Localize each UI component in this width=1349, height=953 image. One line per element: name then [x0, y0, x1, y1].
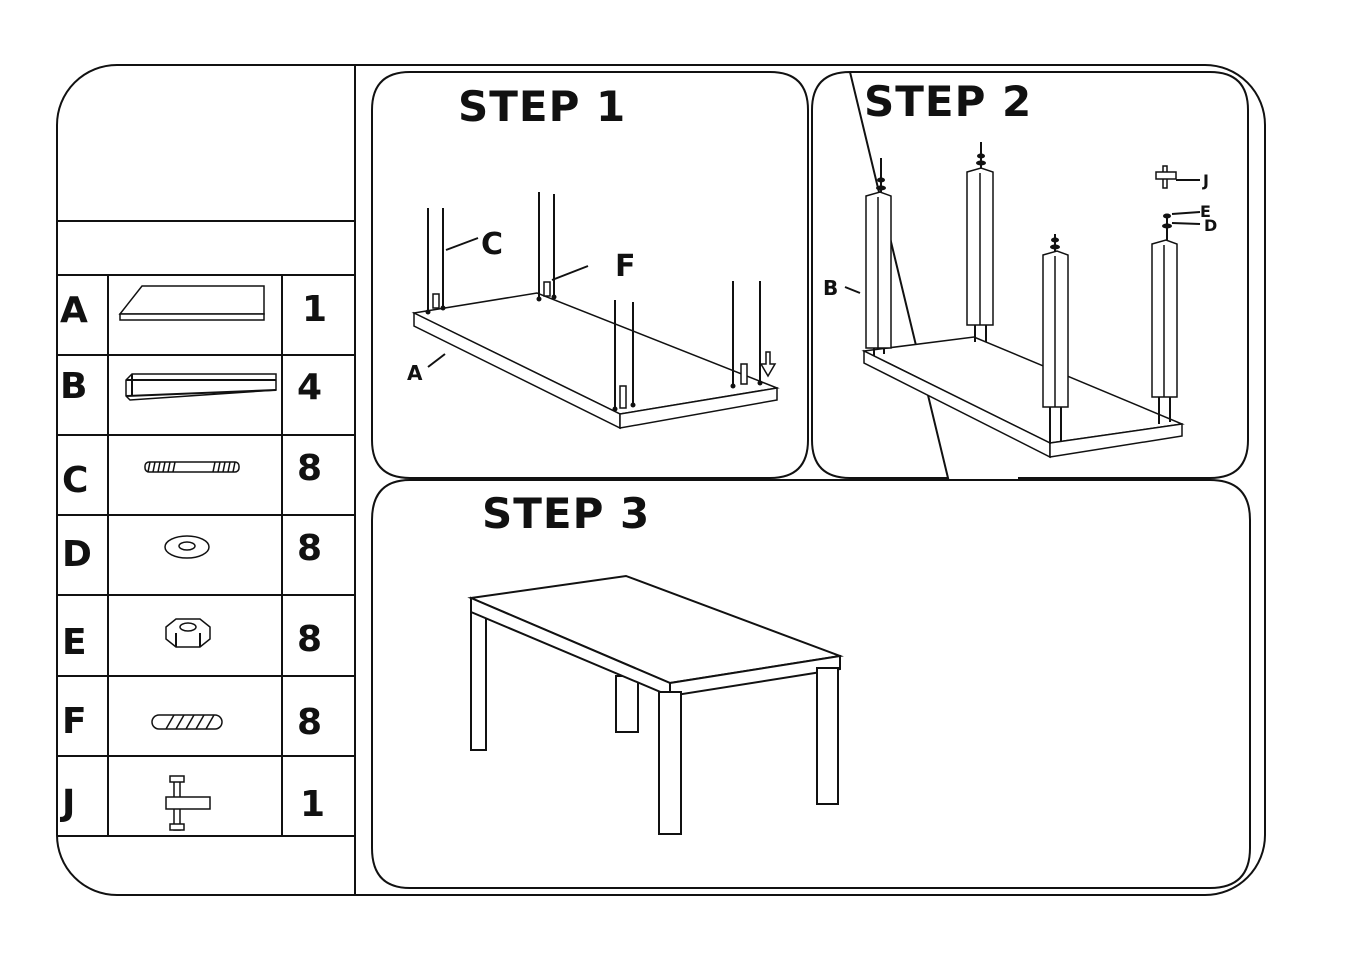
step2-callout-b: B [823, 276, 838, 300]
part-qty-c: 8 [297, 448, 322, 489]
step2-title: STEP 2 [864, 77, 1032, 126]
step2-callout-j: J [1202, 171, 1209, 190]
part-qty-j: 1 [300, 784, 325, 825]
panel-icon [118, 285, 265, 321]
step1-callout-c: C [481, 227, 503, 262]
nut-icon [165, 618, 211, 648]
step2-callout-d: D [1204, 216, 1217, 235]
leg-icon [125, 373, 277, 401]
part-qty-b: 4 [297, 367, 322, 408]
step1-title: STEP 1 [458, 82, 626, 131]
part-letter-d: D [62, 534, 92, 575]
wrench-icon [165, 775, 211, 831]
part-qty-a: 1 [302, 289, 327, 330]
washer-icon [164, 535, 210, 559]
step1-callout-f: F [615, 249, 636, 284]
part-letter-j: J [59, 783, 75, 824]
part-letter-b: B [60, 366, 87, 407]
step1-panel [371, 71, 809, 479]
part-qty-e: 8 [297, 619, 322, 660]
step2-panel [811, 70, 1249, 479]
part-letter-e: E [62, 622, 87, 663]
part-qty-f: 8 [297, 702, 322, 743]
outer-frame [56, 64, 1266, 896]
step3-panel [371, 479, 1251, 889]
parts-table [57, 220, 355, 837]
part-letter-c: C [62, 460, 88, 501]
step3-title: STEP 3 [482, 489, 650, 538]
step3-illustration [467, 574, 844, 835]
insert-icon [151, 714, 223, 730]
step1-callout-a: A [407, 361, 423, 385]
step1-illustration [411, 192, 780, 430]
part-letter-f: F [62, 701, 87, 742]
bolt-icon [144, 461, 240, 473]
step2-callout-e: E [1200, 202, 1211, 221]
step2-illustration [844, 142, 1201, 459]
part-qty-d: 8 [297, 528, 322, 569]
part-letter-a: A [60, 290, 88, 331]
